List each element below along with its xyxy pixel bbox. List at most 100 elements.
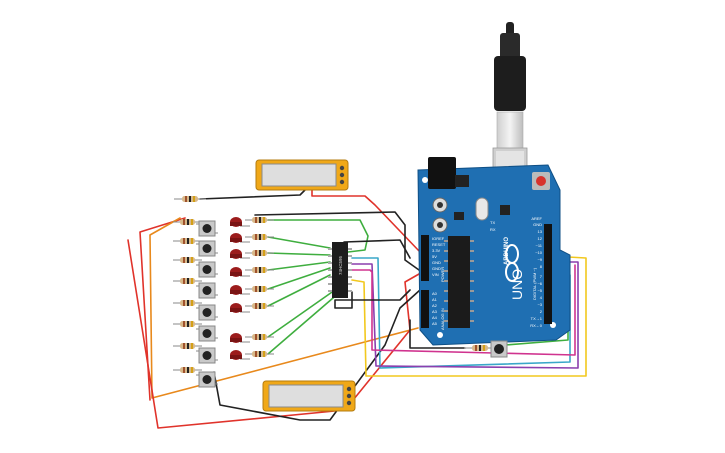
lcd-display-bottom[interactable] bbox=[262, 380, 356, 412]
resistor-icon[interactable] bbox=[245, 303, 274, 309]
pushbutton-icon[interactable] bbox=[196, 282, 218, 299]
arduino-uno-board[interactable]: IOREF RESET 3.3V 5V GND GND VIN POWER A0… bbox=[417, 22, 571, 346]
pushbutton-icon[interactable] bbox=[196, 347, 218, 364]
pin-a1: A1 bbox=[432, 297, 438, 302]
resistors-led bbox=[245, 217, 274, 357]
wire-purple-sr[interactable] bbox=[351, 261, 579, 369]
pushbutton-icon[interactable] bbox=[196, 325, 218, 342]
resistor-icon[interactable] bbox=[173, 238, 202, 244]
resistor-icon[interactable] bbox=[245, 351, 274, 357]
wire-magenta-sr[interactable] bbox=[351, 264, 576, 356]
led-icon[interactable] bbox=[230, 233, 250, 243]
pin-d9: ~9 bbox=[537, 257, 542, 262]
resistor-icon[interactable] bbox=[173, 257, 202, 263]
pin-d7: 7 bbox=[540, 274, 543, 279]
pushbutton-icon[interactable] bbox=[196, 304, 218, 321]
pin-d10: ~10 bbox=[535, 250, 543, 255]
resistor-icon[interactable] bbox=[245, 217, 274, 223]
led-icon[interactable] bbox=[230, 267, 250, 277]
tx-led-label: TX bbox=[490, 220, 495, 225]
wire-green-3[interactable] bbox=[267, 252, 331, 256]
pin-gnd-digital: GND bbox=[533, 222, 542, 227]
resistor-icon[interactable] bbox=[245, 334, 274, 340]
pin-a0: A0 bbox=[432, 291, 438, 296]
wire-black-buttons-gnd[interactable] bbox=[213, 289, 421, 421]
pin-d3: ~3 bbox=[537, 302, 542, 307]
analog-header[interactable] bbox=[421, 290, 429, 328]
wire-black-sr-gnd[interactable] bbox=[334, 289, 411, 309]
shift-register-chip[interactable]: 74HC595 bbox=[328, 242, 352, 298]
analog-pin-labels: A0 A1 A2 A3 A4 A5 bbox=[432, 291, 438, 326]
power-header[interactable] bbox=[421, 235, 429, 281]
pin-d13: 13 bbox=[538, 229, 543, 234]
pin-aref: AREF bbox=[531, 216, 542, 221]
led-icon[interactable] bbox=[230, 217, 250, 227]
resistor-icon[interactable] bbox=[245, 286, 274, 292]
pushbuttons bbox=[196, 220, 218, 388]
resistor-icon[interactable] bbox=[173, 219, 202, 225]
resistor-icon[interactable] bbox=[173, 321, 202, 327]
wire-green-5[interactable] bbox=[267, 267, 331, 290]
leds bbox=[230, 217, 250, 360]
pushbutton-icon[interactable] bbox=[490, 340, 508, 358]
wire-black-resistors[interactable] bbox=[254, 211, 427, 276]
digital-pin-labels: AREF GND 13 12 ~11 ~10 ~9 8 7 ~6 ~5 4 ~3… bbox=[530, 216, 543, 328]
led-icon[interactable] bbox=[230, 350, 250, 360]
pin-3v3: 3.3V bbox=[432, 248, 441, 253]
resistor-icon[interactable] bbox=[174, 196, 206, 202]
shift-register-label: 74HC595 bbox=[338, 255, 343, 275]
resistor-icon[interactable] bbox=[173, 300, 202, 306]
pin-tx1: TX→1 bbox=[531, 316, 543, 321]
wire-green-7[interactable] bbox=[267, 289, 336, 338]
usb-cable-icon bbox=[492, 22, 528, 191]
rx-led-label: RX bbox=[490, 227, 496, 232]
pin-gnd-1: GND bbox=[432, 260, 441, 265]
pin-a2: A2 bbox=[432, 303, 438, 308]
digital-header[interactable] bbox=[544, 224, 552, 324]
resistor-icon[interactable] bbox=[173, 278, 202, 284]
wire-red-bottom-loop[interactable] bbox=[127, 239, 427, 429]
pin-d11: ~11 bbox=[536, 243, 543, 248]
atmega-chip bbox=[448, 236, 470, 328]
wire-black-right-button[interactable] bbox=[409, 319, 466, 349]
pin-d8: 8 bbox=[540, 264, 543, 269]
pin-5v: 5V bbox=[432, 254, 437, 259]
wire-green-8[interactable] bbox=[267, 291, 341, 355]
pushbutton-icon[interactable] bbox=[196, 371, 218, 388]
wire-black-sr-top[interactable] bbox=[343, 239, 411, 259]
reset-button-icon[interactable] bbox=[532, 172, 550, 190]
brand-label: ARDUINO bbox=[504, 237, 510, 265]
lcd-display-top[interactable] bbox=[255, 159, 349, 191]
resistor-icon[interactable] bbox=[245, 234, 274, 240]
pin-d6: ~6 bbox=[537, 281, 542, 286]
wire-orange-left-bus[interactable] bbox=[149, 217, 419, 399]
wire-green-4[interactable] bbox=[267, 261, 331, 271]
resistor-icon[interactable] bbox=[245, 267, 274, 273]
led-icon[interactable] bbox=[230, 303, 250, 313]
pushbutton-icon[interactable] bbox=[196, 240, 218, 257]
resistors-left bbox=[173, 219, 202, 373]
wire-red-left-bus[interactable] bbox=[139, 217, 186, 401]
wire-red-top-lcd[interactable] bbox=[311, 189, 427, 263]
pin-d5: ~5 bbox=[537, 288, 542, 293]
led-icon[interactable] bbox=[230, 285, 250, 295]
pushbutton-icon[interactable] bbox=[196, 261, 218, 278]
led-icon[interactable] bbox=[230, 249, 250, 259]
power-pin-labels: IOREF RESET 3.3V 5V GND GND VIN bbox=[432, 236, 446, 277]
resistor-icon[interactable] bbox=[173, 343, 202, 349]
pin-ioref: IOREF bbox=[432, 236, 445, 241]
pushbutton-icon[interactable] bbox=[196, 220, 218, 237]
wire-green-2[interactable] bbox=[267, 236, 331, 249]
pin-gnd-2: GND bbox=[432, 266, 441, 271]
wire-black-top-lcd[interactable] bbox=[199, 189, 306, 200]
pin-rx0: RX←0 bbox=[530, 323, 543, 328]
wire-green-1[interactable] bbox=[267, 219, 369, 253]
resistor-icon[interactable] bbox=[173, 367, 202, 373]
led-icon[interactable] bbox=[230, 333, 250, 343]
resistor-icon[interactable] bbox=[245, 250, 274, 256]
pin-reset: RESET bbox=[432, 242, 446, 247]
digital-label: DIGITAL (PWM ~) bbox=[532, 267, 537, 300]
wire-yellow-sr[interactable] bbox=[351, 255, 587, 377]
pin-vin: VIN bbox=[432, 272, 439, 277]
wire-green-6[interactable] bbox=[267, 274, 331, 307]
